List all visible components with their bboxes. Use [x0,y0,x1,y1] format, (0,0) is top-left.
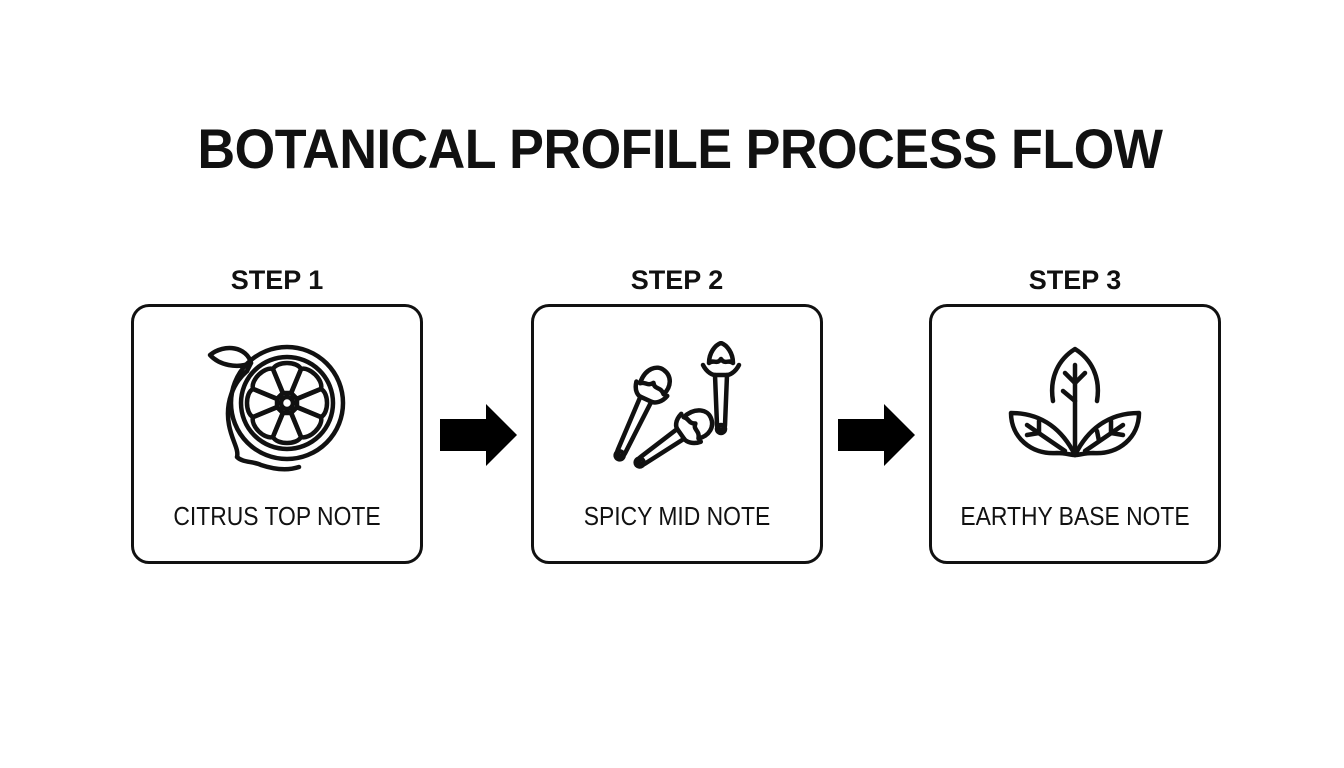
arrow-right-icon [838,404,915,466]
step-1-card: CITRUS TOP NOTE [131,304,423,564]
cloves-icon [613,341,742,469]
step-1-caption: CITRUS TOP NOTE [173,501,381,531]
step-3-caption: EARTHY BASE NOTE [960,501,1190,531]
step-3-card: EARTHY BASE NOTE [929,304,1221,564]
step-1-label: STEP 1 [230,265,324,295]
step-2-caption: SPICY MID NOTE [583,501,771,531]
page-title: BOTANICAL PROFILE PROCESS FLOW [197,117,1163,180]
arrow-right-icon [440,404,517,466]
step-2-card: SPICY MID NOTE [531,304,823,564]
citrus-lemon-slice-icon [207,344,346,472]
three-leaves-icon [1008,346,1142,458]
step-3-label: STEP 3 [1028,265,1122,295]
step-2-label: STEP 2 [630,265,724,295]
